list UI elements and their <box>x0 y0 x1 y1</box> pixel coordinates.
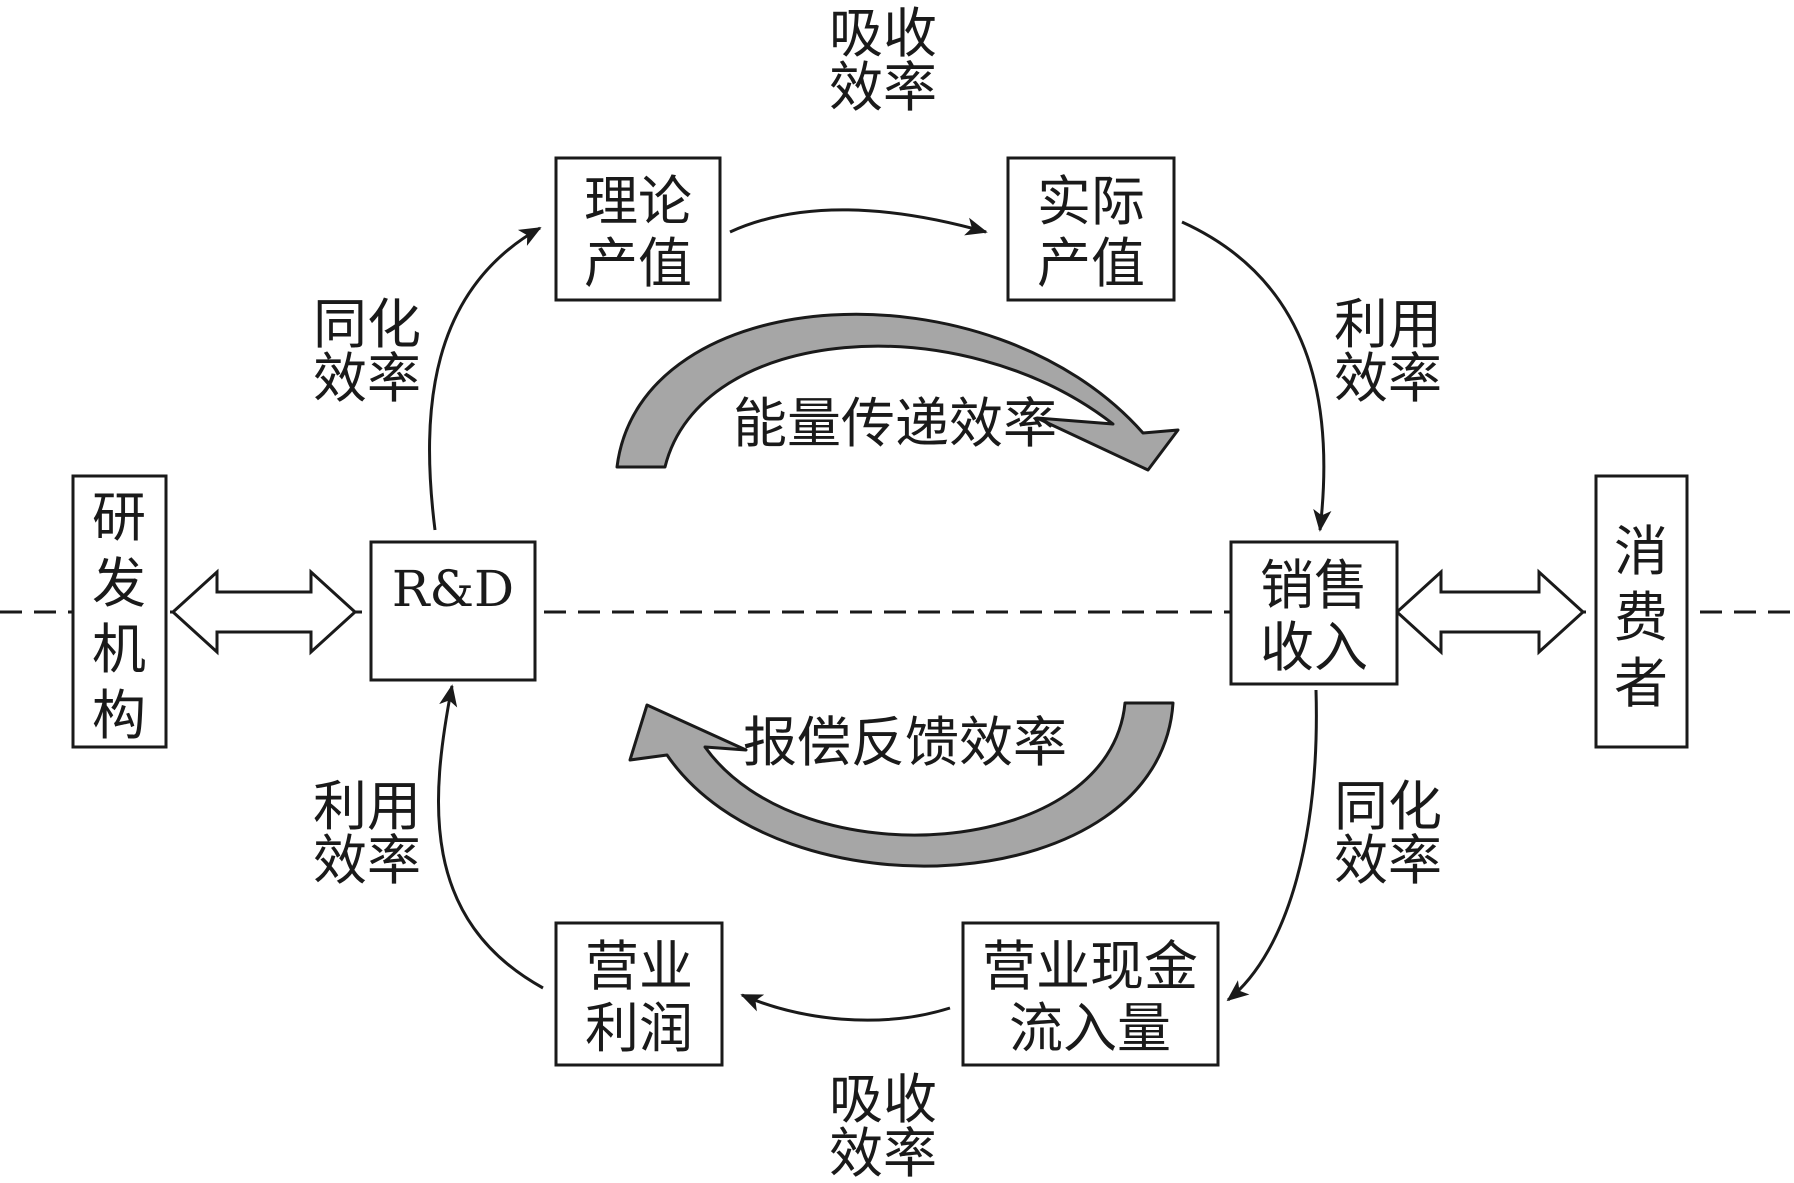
double-arrow-research-institute-rd <box>170 568 358 656</box>
research-institute-box <box>71 474 168 749</box>
operating-cash-label-line1: 营业现金 <box>982 935 1198 998</box>
right-utilization-label-line2: 效率 <box>1334 347 1442 410</box>
char: 发 <box>92 552 146 615</box>
operating-cash-label-line2: 流入量 <box>1009 997 1171 1060</box>
arrow-theoretical-to-actual-output <box>729 208 988 236</box>
energy-transfer-efficiency-label: 能量传递效率 <box>733 392 1057 455</box>
actual-output-box <box>1006 156 1176 302</box>
research-institute-label: 研 发 机 构 <box>92 486 146 747</box>
top-absorption-label-line2: 效率 <box>829 56 937 119</box>
arrow-rd-to-theoretical-output <box>428 226 542 531</box>
arrow-profit-to-rd <box>436 684 544 990</box>
rd-box <box>369 540 537 682</box>
right-assimilation-label-line2: 效率 <box>1334 829 1442 892</box>
char: 者 <box>1614 652 1668 715</box>
top-absorption-label-line1: 吸收 <box>829 2 937 65</box>
operating-profit-box <box>554 921 724 1067</box>
reward-feedback-efficiency-label: 报偿反馈效率 <box>743 711 1067 774</box>
rd-label: R&D <box>392 560 514 618</box>
left-utilization-label-line1: 利用 <box>313 775 421 838</box>
operating-profit-label-line2: 利润 <box>585 997 693 1060</box>
theoretical-output-label-line2: 产值 <box>584 232 692 295</box>
sales-revenue-label-line2: 收入 <box>1260 616 1368 679</box>
bottom-absorption-label-line2: 效率 <box>829 1122 937 1183</box>
double-arrow-sales-consumer <box>1394 568 1586 656</box>
theoretical-output-label-line1: 理论 <box>584 170 692 233</box>
left-assimilation-label-line2: 效率 <box>313 347 421 410</box>
char: 费 <box>1614 586 1668 649</box>
arrow-actual-output-to-sales <box>1181 220 1332 532</box>
char: 消 <box>1614 520 1668 583</box>
right-assimilation-label-line1: 同化 <box>1334 775 1442 838</box>
actual-output-label-line1: 实际 <box>1037 170 1145 233</box>
sales-revenue-box <box>1229 540 1399 686</box>
arrow-operating-cash-to-profit <box>740 993 951 1022</box>
consumer-label: 消 费 者 <box>1614 520 1668 715</box>
char: 研 <box>92 486 146 549</box>
actual-output-label-line2: 产值 <box>1037 232 1145 295</box>
operating-cash-inflow-box <box>961 921 1220 1067</box>
bottom-absorption-label-line1: 吸收 <box>829 1068 937 1131</box>
consumer-box <box>1594 474 1689 749</box>
left-assimilation-label-line1: 同化 <box>313 293 421 356</box>
reward-feedback-big-arrow <box>628 701 1175 868</box>
right-utilization-label-line1: 利用 <box>1334 293 1442 356</box>
energy-transfer-big-arrow <box>615 312 1180 472</box>
char: 构 <box>92 684 146 747</box>
char: 机 <box>92 618 146 681</box>
operating-profit-label-line1: 营业 <box>585 935 693 998</box>
theoretical-output-box <box>554 156 722 302</box>
sales-revenue-label-line1: 销售 <box>1260 554 1368 617</box>
left-utilization-label-line2: 效率 <box>313 829 421 892</box>
arrow-sales-to-operating-cash <box>1226 689 1318 1002</box>
